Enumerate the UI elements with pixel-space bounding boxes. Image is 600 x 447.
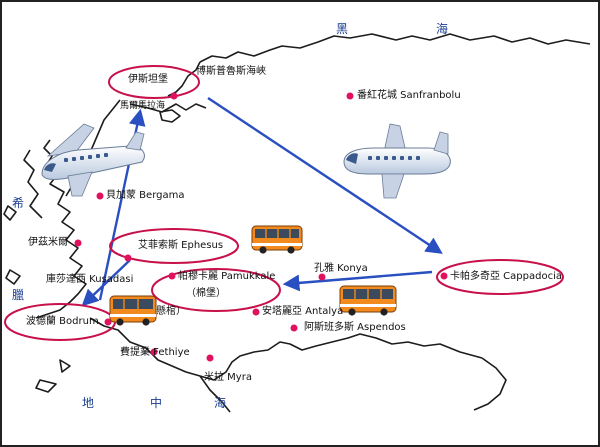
place-konya: 孔雅 Konya bbox=[314, 263, 368, 274]
place-aspendos: 阿斯班多斯 Aspendos bbox=[304, 322, 406, 333]
dot-pamukkale bbox=[168, 272, 176, 280]
route-istanbul-cappadocia bbox=[207, 97, 443, 254]
dot-myra bbox=[206, 354, 214, 362]
aegean-label-1: 希 bbox=[12, 196, 25, 210]
place-pamukkale: 帕穆卡麗 Pamukkale bbox=[178, 271, 276, 282]
place-safranbolu: 番紅花城 Sanfranbolu bbox=[357, 90, 461, 101]
med-label-1: 地 bbox=[82, 396, 95, 410]
place-myra: 米拉 Myra bbox=[204, 372, 252, 383]
bus-icon bbox=[251, 225, 303, 254]
dot-aspendos bbox=[290, 324, 298, 332]
aegean-label-2: 臘 bbox=[12, 288, 25, 302]
place-izmir: 伊茲米爾 bbox=[28, 237, 68, 248]
place-istanbul: 伊斯坦堡 bbox=[128, 74, 168, 85]
city-dots bbox=[74, 92, 448, 362]
place-bosporus: 博斯普魯斯海峽 bbox=[196, 66, 266, 77]
dot-konya bbox=[318, 273, 326, 281]
dot-ephesus bbox=[124, 254, 132, 262]
airplane-icon bbox=[41, 123, 145, 197]
place-bodrum: 波德蘭 Bodrum bbox=[26, 316, 99, 327]
med-label-2: 中 bbox=[150, 396, 163, 410]
dot-bergama bbox=[96, 192, 104, 200]
coastline bbox=[3, 33, 591, 413]
route-ephesus-bodrum bbox=[81, 259, 131, 307]
ellipse-pamukkale bbox=[151, 268, 281, 312]
place-pamukkale-note: （棉堡） bbox=[186, 288, 226, 299]
place-ephesus: 艾菲索斯 Ephesus bbox=[138, 240, 224, 251]
dot-bodrum bbox=[104, 318, 112, 326]
dot-cappadocia bbox=[440, 272, 448, 280]
airplane-icon bbox=[343, 123, 451, 199]
place-bergama: 貝加蒙 Bergama bbox=[106, 190, 185, 201]
black-sea-label-1: 黑 bbox=[336, 22, 349, 36]
black-sea-label-2: 海 bbox=[436, 22, 449, 36]
place-marmara: 馬爾馬拉海 bbox=[120, 101, 166, 111]
dot-fethiye bbox=[150, 348, 158, 356]
ellipse-cappadocia bbox=[436, 259, 564, 295]
ellipse-istanbul bbox=[108, 65, 200, 99]
place-cappadocia: 卡帕多奇亞 Cappadocia bbox=[450, 271, 562, 282]
place-fethiye: 費提業 Fethiye bbox=[120, 347, 190, 358]
dot-istanbul bbox=[170, 92, 178, 100]
dot-safranbolu bbox=[346, 92, 354, 100]
place-antalya: 安塔麗亞 Antalya bbox=[262, 306, 344, 317]
bus-icon bbox=[109, 295, 157, 326]
med-label-3: 海 bbox=[214, 396, 227, 410]
place-cotton-partial: 懸棺） bbox=[156, 306, 186, 317]
route-cappadocia-pamukkale bbox=[282, 270, 433, 292]
ellipse-ephesus bbox=[109, 228, 239, 264]
dot-izmir bbox=[74, 239, 82, 247]
place-kusadasi: 庫莎達西 Kusadasi bbox=[46, 274, 134, 285]
dot-antalya bbox=[252, 308, 260, 316]
bus-icon bbox=[339, 285, 397, 316]
